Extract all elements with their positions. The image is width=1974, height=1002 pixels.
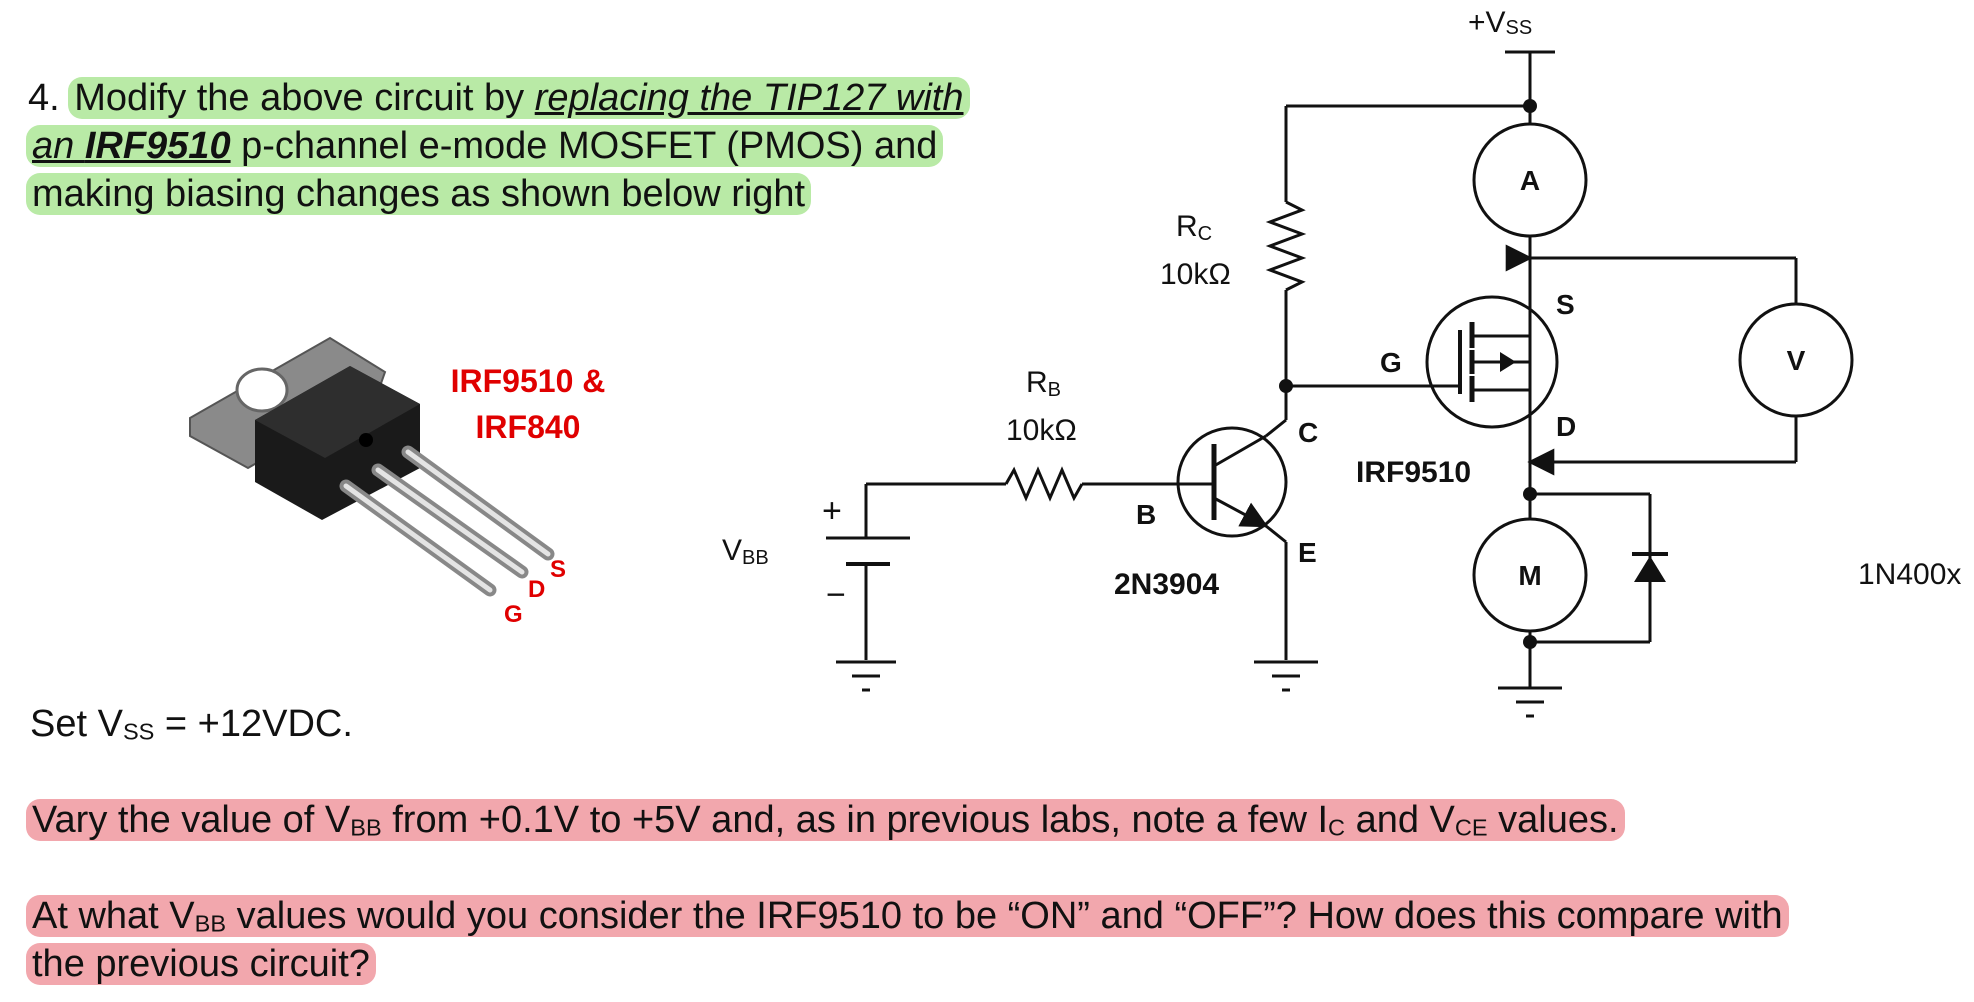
ammeter-label: A: [1520, 165, 1540, 196]
on-off-question-line-2: the previous circuit?: [26, 940, 376, 988]
question-number: 4.: [28, 77, 60, 119]
rb-label: RB: [1026, 366, 1061, 401]
question-highlight-3: making biasing changes as shown below ri…: [26, 173, 812, 215]
pin-d-label: D: [528, 576, 545, 603]
pmos-mosfet-symbol: [1425, 295, 1559, 429]
set-vss-line: Set VSS = +12VDC.: [30, 700, 353, 756]
set-vss-sub: SS: [122, 718, 155, 745]
vbb-label: VBB: [722, 534, 769, 569]
vary-text: Vary the value of V: [32, 799, 351, 841]
mos-part-label: IRF9510: [1356, 456, 1471, 489]
question-highlight-1: Modify the above circuit by replacing th…: [68, 77, 970, 119]
bjt-base-label: B: [1136, 499, 1156, 530]
vary-text: values.: [1487, 799, 1619, 841]
vary-sub-ce: CE: [1454, 814, 1488, 841]
ammeter-symbol: [1472, 122, 1588, 238]
on-off-question-line-1: At what VBB values would you consider th…: [26, 892, 1789, 948]
vss-label: +VSS: [1468, 6, 1532, 39]
vary-highlight: Vary the value of VBB from +0.1V to +5V …: [26, 799, 1625, 841]
on-off-text: values would you consider the IRF9510 to…: [226, 895, 1783, 937]
vbb-plus-sign: +: [822, 492, 842, 530]
motor-symbol: [1472, 517, 1588, 633]
diode-part-label: 1N400x: [1858, 558, 1961, 591]
mos-source-label: S: [1556, 289, 1575, 320]
bjt-collector-label: C: [1298, 417, 1318, 448]
vary-sub-c: C: [1328, 814, 1346, 841]
vary-text: from +0.1V to +5V and, as in previous la…: [381, 799, 1328, 841]
voltmeter-label: V: [1787, 345, 1806, 376]
question-underlined-text: replacing the TIP127 with: [534, 77, 964, 119]
question-line-3: making biasing changes as shown below ri…: [26, 170, 812, 218]
question-text: Modify the above circuit by: [74, 77, 535, 119]
rc-label: RC: [1176, 210, 1212, 245]
package-label-line-1: IRF9510 &: [451, 363, 606, 399]
vary-instruction: Vary the value of VBB from +0.1V to +5V …: [26, 796, 1625, 852]
voltmeter-symbol: [1738, 302, 1854, 418]
mos-gate-label: G: [1380, 347, 1402, 378]
vbb-minus-sign: −: [826, 576, 846, 614]
rc-value: 10kΩ: [1160, 258, 1231, 291]
on-off-sub-bb: BB: [194, 910, 227, 937]
vary-sub-bb: BB: [350, 814, 382, 841]
question-line-2: an IRF9510 p-channel e-mode MOSFET (PMOS…: [26, 122, 944, 170]
question-text: p-channel e-mode MOSFET (PMOS) and: [230, 125, 938, 167]
question-highlight-2: an IRF9510 p-channel e-mode MOSFET (PMOS…: [26, 125, 944, 167]
package-label-line-2: IRF840: [476, 409, 581, 445]
motor-label: M: [1518, 560, 1541, 591]
question-underlined-text: an: [32, 125, 85, 167]
on-off-highlight-2: the previous circuit?: [26, 943, 376, 985]
set-vss-value: = +12VDC.: [154, 703, 353, 745]
vary-text: and V: [1345, 799, 1455, 841]
on-off-text: At what V: [32, 895, 195, 937]
rb-value: 10kΩ: [1006, 414, 1077, 447]
bjt-transistor-symbol: [1176, 426, 1288, 538]
pin-g-label: G: [504, 601, 523, 628]
pin-s-label: S: [550, 556, 566, 583]
mos-drain-label: D: [1556, 411, 1576, 442]
set-vss-text: Set V: [30, 703, 123, 745]
to220-package-image: [189, 336, 555, 597]
diode-symbol: [1632, 552, 1668, 582]
on-off-highlight-1: At what VBB values would you consider th…: [26, 895, 1789, 937]
bjt-part-label: 2N3904: [1114, 568, 1219, 601]
circuit-wires: [826, 50, 1798, 718]
bjt-emitter-label: E: [1298, 537, 1317, 568]
question-line-1: 4. Modify the above circuit by replacing…: [28, 74, 970, 122]
part-number-irf9510: IRF9510: [84, 125, 231, 167]
